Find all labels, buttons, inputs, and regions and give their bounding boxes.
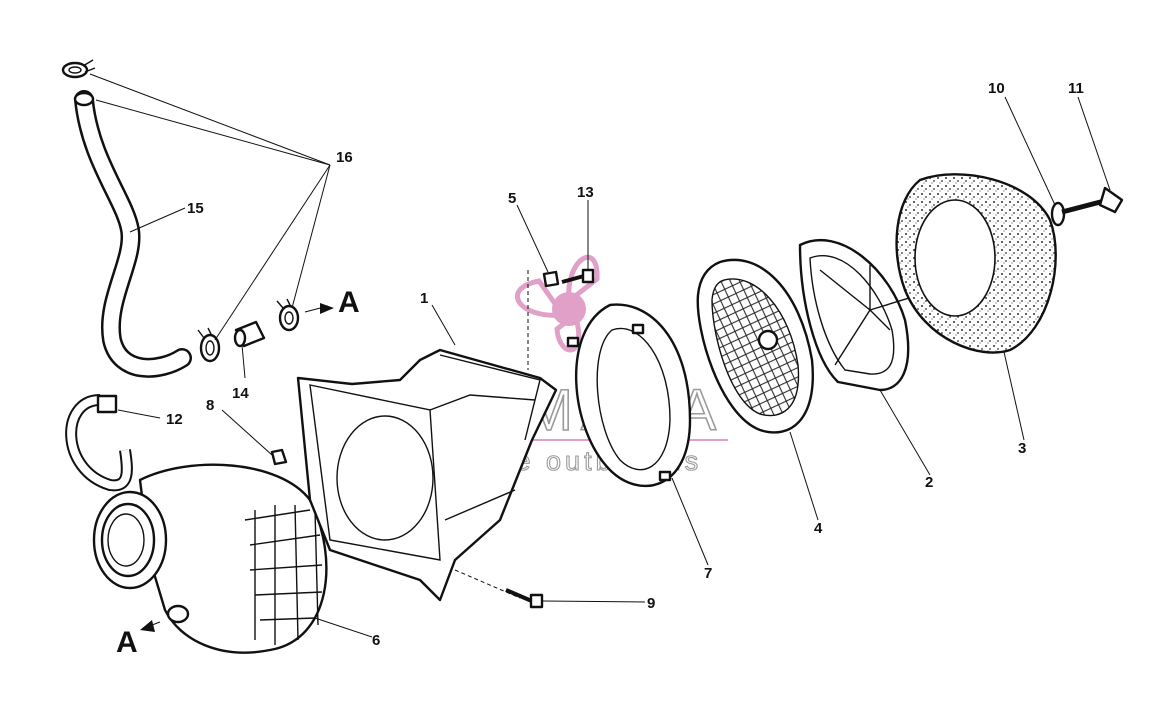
callout-15: 15 — [187, 200, 204, 217]
callout-7: 7 — [704, 565, 712, 582]
callout-14: 14 — [232, 385, 249, 402]
part-11-wing-knob — [1061, 186, 1124, 215]
part-13-screw — [561, 268, 595, 284]
part-1-housing — [296, 348, 558, 602]
arrow-a-bottom-icon — [140, 620, 155, 632]
callout-9: 9 — [647, 595, 655, 612]
callout-5: 5 — [508, 190, 516, 207]
callout-13: 13 — [577, 184, 594, 201]
callout-16: 16 — [336, 149, 353, 166]
callout-3: 3 — [1018, 440, 1026, 457]
part-10-washer — [1050, 201, 1066, 227]
callout-10: 10 — [988, 80, 1005, 97]
ref-a-bottom: A — [116, 626, 138, 659]
part-8-nut — [270, 448, 288, 466]
callout-8: 8 — [206, 397, 214, 414]
callout-labels: 1 2 3 4 5 6 7 8 9 10 11 12 13 14 15 16 A… — [116, 80, 1084, 659]
part-9-bolt — [505, 588, 544, 609]
callout-2: 2 — [925, 474, 933, 491]
callout-4: 4 — [814, 520, 823, 537]
ref-a-top: A — [338, 286, 360, 319]
callout-1: 1 — [420, 290, 428, 307]
part-4-filter-screen — [696, 258, 815, 434]
part-2-filter-frame — [798, 238, 936, 392]
arrow-a-top-icon — [320, 303, 334, 314]
part-5-nut — [542, 270, 560, 288]
callout-12: 12 — [166, 411, 183, 428]
part-12-band-clamp — [65, 394, 133, 492]
callout-11: 11 — [1068, 80, 1084, 97]
part-6-intake-silencer — [92, 463, 328, 654]
propeller-logo-icon — [515, 255, 600, 353]
part-3-filter-cover — [895, 173, 1057, 354]
callout-6: 6 — [372, 632, 380, 649]
part-16-hose-clips — [61, 59, 300, 363]
part-14-sleeve — [233, 320, 266, 348]
leader-lines — [89, 73, 1111, 638]
part-7-gasket — [566, 303, 692, 487]
part-15-hose — [73, 90, 192, 378]
